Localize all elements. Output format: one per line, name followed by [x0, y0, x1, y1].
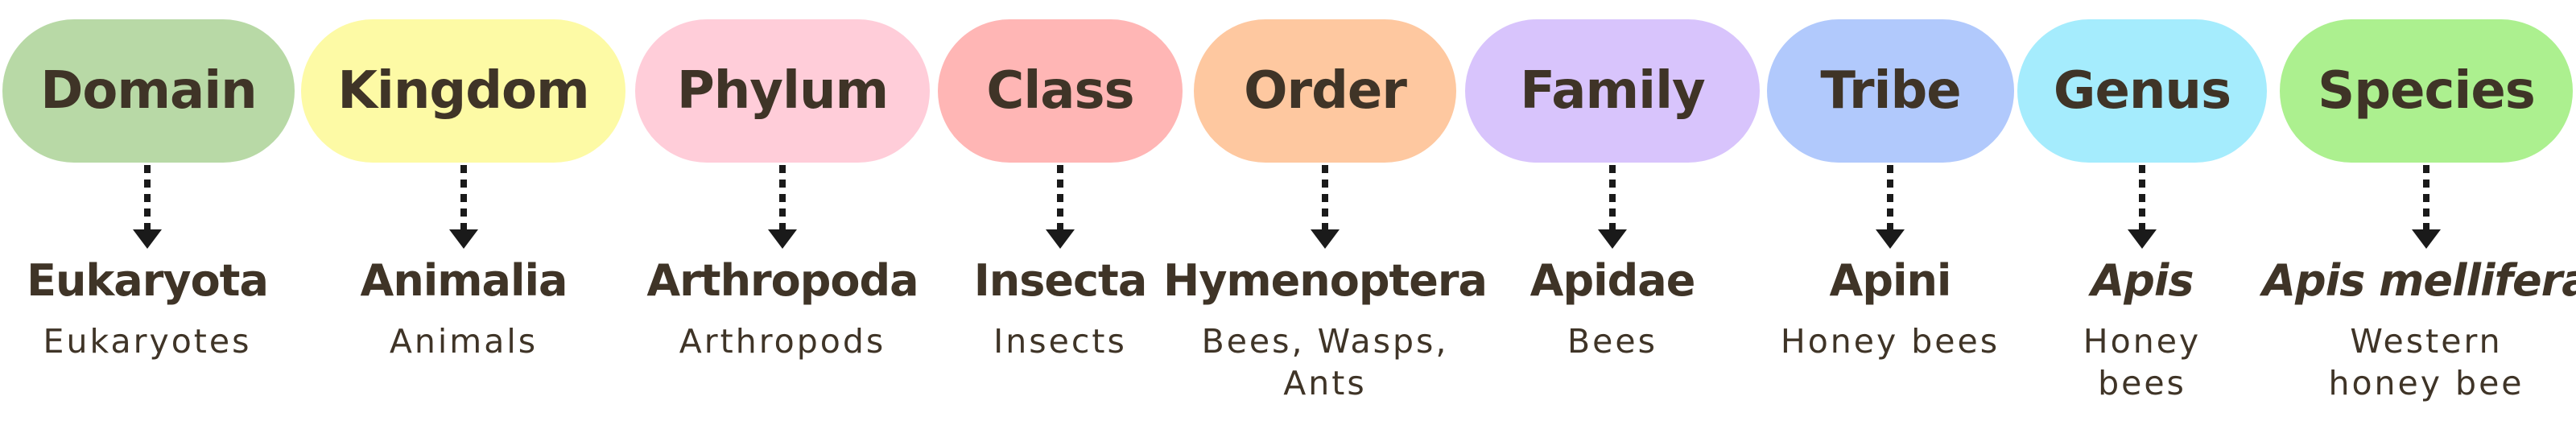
dotted-arrow-icon: [133, 165, 162, 249]
rank-label: Tribe: [1820, 61, 1961, 121]
dotted-arrow-icon: [1598, 165, 1627, 249]
common-name: Western honey bee: [2328, 322, 2524, 402]
rank-pill-domain: Domain: [2, 19, 295, 163]
common-name: Bees: [1567, 322, 1657, 361]
taxon-name: Hymenoptera: [1163, 255, 1488, 306]
taxon-name: Apini: [1829, 255, 1952, 306]
taxon-name: Eukaryota: [27, 255, 269, 306]
taxon-name: Animalia: [360, 255, 568, 306]
dotted-arrow-icon: [2412, 165, 2441, 249]
rank-pill-family: Family: [1465, 19, 1760, 163]
dotted-arrow-icon: [1311, 165, 1340, 249]
rank-pill-kingdom: Kingdom: [301, 19, 625, 163]
dotted-arrow-icon: [1876, 165, 1905, 249]
rank-label: Species: [2318, 61, 2536, 121]
rank-pill-species: Species: [2280, 19, 2573, 163]
rank-label: Kingdom: [337, 61, 589, 121]
rank-label: Genus: [2053, 61, 2231, 121]
dotted-arrow-icon: [768, 165, 797, 249]
rank-label: Order: [1244, 61, 1407, 121]
common-name: Animals: [389, 322, 539, 361]
taxon-name: Apis: [2091, 255, 2194, 306]
taxon-name: Apidae: [1530, 255, 1696, 306]
common-name: Arthropods: [679, 322, 886, 361]
taxon-name: Arthropoda: [646, 255, 919, 306]
rank-pill-tribe: Tribe: [1767, 19, 2014, 163]
rank-label: Class: [986, 61, 1134, 121]
common-name: Bees, Wasps, Ants: [1201, 322, 1449, 402]
rank-label: Phylum: [676, 61, 889, 121]
rank-label: Family: [1520, 61, 1705, 121]
dotted-arrow-icon: [1046, 165, 1075, 249]
rank-pill-phylum: Phylum: [635, 19, 930, 163]
rank-label: Domain: [40, 61, 257, 121]
dotted-arrow-icon: [449, 165, 478, 249]
rank-pill-genus: Genus: [2017, 19, 2267, 163]
common-name: Honey bees: [2083, 322, 2202, 402]
rank-pill-class: Class: [938, 19, 1183, 163]
common-name: Eukaryotes: [43, 322, 252, 361]
common-name: Insects: [993, 322, 1127, 361]
common-name: Honey bees: [1780, 322, 2000, 361]
taxon-name: Insecta: [973, 255, 1148, 306]
taxon-name: Apis mellifera: [2262, 255, 2576, 306]
rank-pill-order: Order: [1194, 19, 1456, 163]
dotted-arrow-icon: [2128, 165, 2157, 249]
